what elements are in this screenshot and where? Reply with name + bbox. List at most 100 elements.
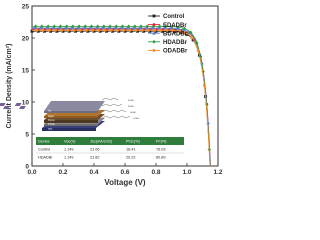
series-point	[159, 28, 163, 32]
series-point	[89, 24, 94, 29]
series-point	[108, 24, 112, 29]
series-point	[58, 24, 63, 29]
molecule-label-edad: EDAD	[128, 99, 134, 102]
legend-item: HDADBr	[148, 39, 188, 46]
layer-label-spiro: Spiro	[48, 114, 55, 118]
series-point	[156, 26, 161, 30]
legend-marker	[152, 39, 156, 44]
series-point	[60, 28, 64, 32]
series-group	[30, 24, 212, 167]
series-point	[91, 28, 95, 32]
x-tick-label: 0.6	[120, 169, 129, 176]
table-header-cell: Voc(V)	[64, 139, 76, 143]
table-cell: 21.06	[90, 147, 100, 151]
table-cell: 80.89	[156, 155, 166, 159]
legend-item: Control	[148, 14, 185, 20]
layer-label-au: Au	[48, 109, 52, 113]
series-point	[196, 49, 200, 53]
series-point	[122, 28, 126, 32]
series-point	[120, 24, 125, 29]
legend-label: EDADBr	[163, 23, 187, 29]
x-tick-label: 0.0	[27, 169, 36, 176]
x-tick-label: 0.4	[89, 169, 98, 176]
series-point	[78, 28, 82, 32]
series-point	[40, 24, 44, 29]
series-point	[77, 24, 81, 29]
series-point	[94, 26, 99, 30]
molecule-label-hdad: HDAD	[130, 111, 137, 114]
layer-label-ptaa: PTAA	[48, 122, 55, 126]
table-cell: 21.82	[90, 155, 100, 159]
axis-ticks	[31, 5, 219, 167]
series-point	[46, 24, 50, 29]
series-point	[144, 26, 148, 30]
y-tick-label: 5	[25, 131, 29, 138]
series-point	[125, 26, 130, 30]
molecule-label-bdad: BDAD	[128, 105, 134, 108]
series-point	[63, 26, 68, 30]
series-point	[133, 24, 137, 29]
series-point	[164, 24, 168, 29]
table-cell: 76.03	[156, 147, 166, 151]
series-point	[85, 28, 89, 32]
layer-label-perovskite: Perov	[48, 118, 55, 122]
series-point	[109, 28, 113, 32]
series-point	[38, 26, 43, 30]
series-point	[182, 26, 187, 31]
layer-au	[44, 101, 105, 111]
series-point	[157, 24, 162, 29]
series-point	[116, 28, 120, 32]
table-cell: Control	[38, 147, 50, 151]
legend-label: ODADBr	[163, 49, 188, 55]
table-header-cell: FF(%)	[156, 139, 167, 143]
y-axis-title: Current Density (mA/cm²)	[6, 44, 13, 129]
series-point	[171, 29, 175, 33]
series-point	[69, 26, 74, 30]
series-point	[107, 26, 111, 30]
series-point	[131, 26, 136, 30]
series-point	[33, 24, 38, 29]
series-point	[184, 31, 188, 35]
series-point	[47, 28, 51, 32]
table-cell: 1.149	[64, 155, 74, 159]
series-point	[71, 24, 75, 29]
x-tick-label: 1.0	[182, 169, 191, 176]
series-point	[150, 26, 155, 30]
series-point	[140, 28, 144, 32]
series-point	[128, 28, 132, 32]
legend-label: Control	[163, 14, 185, 20]
series-point	[169, 26, 173, 30]
table-cell: 20.22	[126, 155, 136, 159]
au-contact	[0, 103, 6, 106]
series-point	[190, 36, 194, 40]
legend-marker	[152, 23, 156, 27]
table-header-cell: Device	[38, 139, 50, 143]
series-point	[153, 28, 157, 32]
series-point	[195, 41, 199, 45]
table-header-cell: Jsc(mA/cm2)	[90, 139, 113, 143]
series-point	[162, 26, 167, 30]
series-point	[103, 28, 107, 32]
layer-label-ito: ITO	[48, 127, 52, 131]
series-point	[82, 26, 86, 30]
y-tick-label: 10	[22, 99, 30, 106]
series-point	[97, 28, 101, 32]
device-structure-inset: Au Spiro Perov PTAA ITO EDAD BDAD HDAD O…	[0, 97, 140, 131]
series-point	[54, 28, 58, 32]
y-tick-label: 15	[22, 67, 30, 74]
series-point	[64, 24, 69, 29]
series-point	[202, 84, 206, 87]
series-point	[138, 26, 142, 30]
legend-item: BDADBr	[148, 31, 188, 37]
series-point	[176, 25, 181, 30]
series-point	[45, 26, 49, 30]
series-point	[30, 29, 34, 33]
table-cell: 18.41	[126, 147, 136, 151]
y-tick-label: 20	[22, 35, 30, 42]
